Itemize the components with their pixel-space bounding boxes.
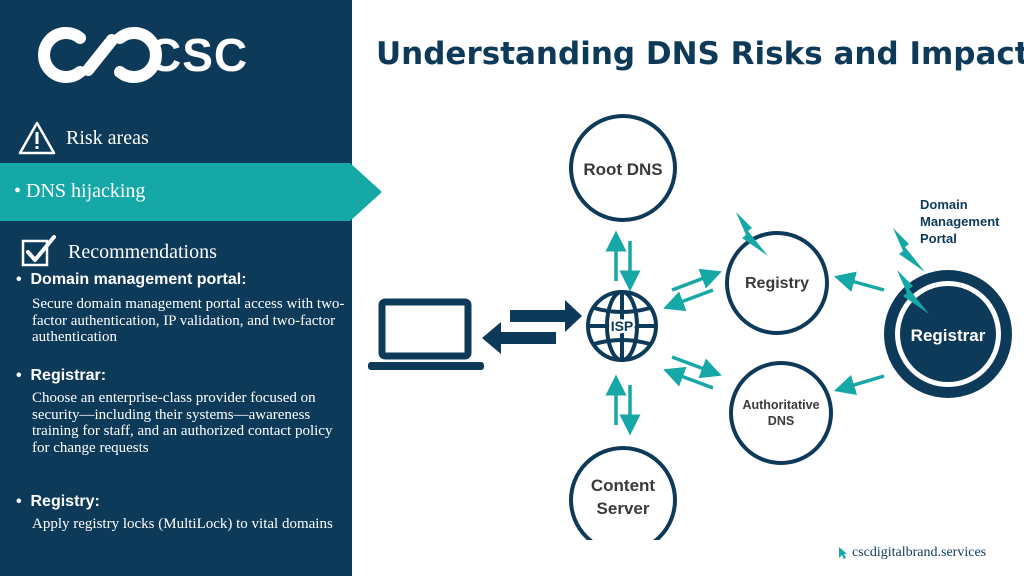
registry-heading: • Registry: bbox=[16, 493, 100, 510]
portal-label-wrap: Domain Management Portal bbox=[920, 197, 1000, 246]
portal-label: Domain Management Portal bbox=[920, 197, 1000, 246]
registry-label: Registry bbox=[745, 275, 809, 292]
registry-heading-text: Registry: bbox=[30, 493, 100, 510]
footer-url[interactable]: cscdigitalbrand.services bbox=[852, 545, 987, 560]
sidebar: CSC Risk areas • DNS hijacking Recommend… bbox=[0, 0, 382, 576]
portal-heading: • Domain management portal: bbox=[16, 271, 247, 288]
content-server-node: Content Server bbox=[569, 446, 677, 540]
laptop-isp-arrows bbox=[482, 300, 582, 354]
dns-diagram: Root DNS ISP ISP Content Server Registry… bbox=[368, 114, 1012, 540]
band-arrow bbox=[350, 163, 382, 221]
dns-hijacking-label: • DNS hijacking bbox=[14, 180, 146, 202]
csc-logo bbox=[38, 27, 162, 83]
recommendations-heading: Recommendations bbox=[68, 241, 217, 263]
registry-node: Registry bbox=[725, 231, 829, 335]
registrar-label: Registrar bbox=[911, 326, 986, 345]
registrar-heading-text: Registrar: bbox=[30, 367, 107, 384]
lightning-icon bbox=[893, 228, 925, 272]
isp-node: ISP ISP bbox=[586, 290, 658, 362]
brand-name: CSC bbox=[148, 29, 249, 81]
portal-body: Secure domain management portal access w… bbox=[32, 296, 345, 345]
authoritative-dns-label-wrap: Authoritative DNS bbox=[742, 398, 820, 428]
warning-icon bbox=[18, 121, 56, 155]
isp-label: ISP bbox=[611, 318, 634, 334]
registrar-node: Registrar bbox=[884, 270, 1012, 398]
registry-body: Apply registry locks (MultiLock) to vita… bbox=[32, 516, 333, 532]
lightning-icon bbox=[897, 270, 929, 314]
authoritative-dns-label: Authoritative DNS bbox=[742, 398, 820, 428]
authoritative-dns-node: Authoritative DNS bbox=[729, 361, 833, 465]
globe-icon bbox=[586, 290, 658, 362]
risk-areas-heading: Risk areas bbox=[66, 127, 149, 149]
lightning-icon bbox=[736, 212, 768, 256]
cursor-icon bbox=[839, 547, 847, 559]
checkbox-icon bbox=[21, 235, 56, 267]
dns-hijacking-band bbox=[0, 163, 350, 221]
root-dns-node: Root DNS bbox=[569, 114, 677, 222]
page-title: Understanding DNS Risks and Impact bbox=[376, 36, 1024, 72]
registrar-heading: • Registrar: bbox=[16, 367, 107, 384]
portal-heading-text: Domain management portal: bbox=[30, 271, 247, 288]
content-server-label: Content Server bbox=[590, 476, 656, 518]
isp-label-halo: ISP bbox=[611, 318, 634, 334]
lightning-icons bbox=[736, 212, 929, 314]
content-server-label-wrap: Content Server bbox=[590, 476, 656, 518]
registrar-body: Choose an enterprise-class provider focu… bbox=[32, 390, 333, 456]
connection-arrows bbox=[605, 230, 885, 436]
laptop-icon bbox=[368, 298, 484, 370]
root-dns-label: Root DNS bbox=[583, 160, 662, 179]
